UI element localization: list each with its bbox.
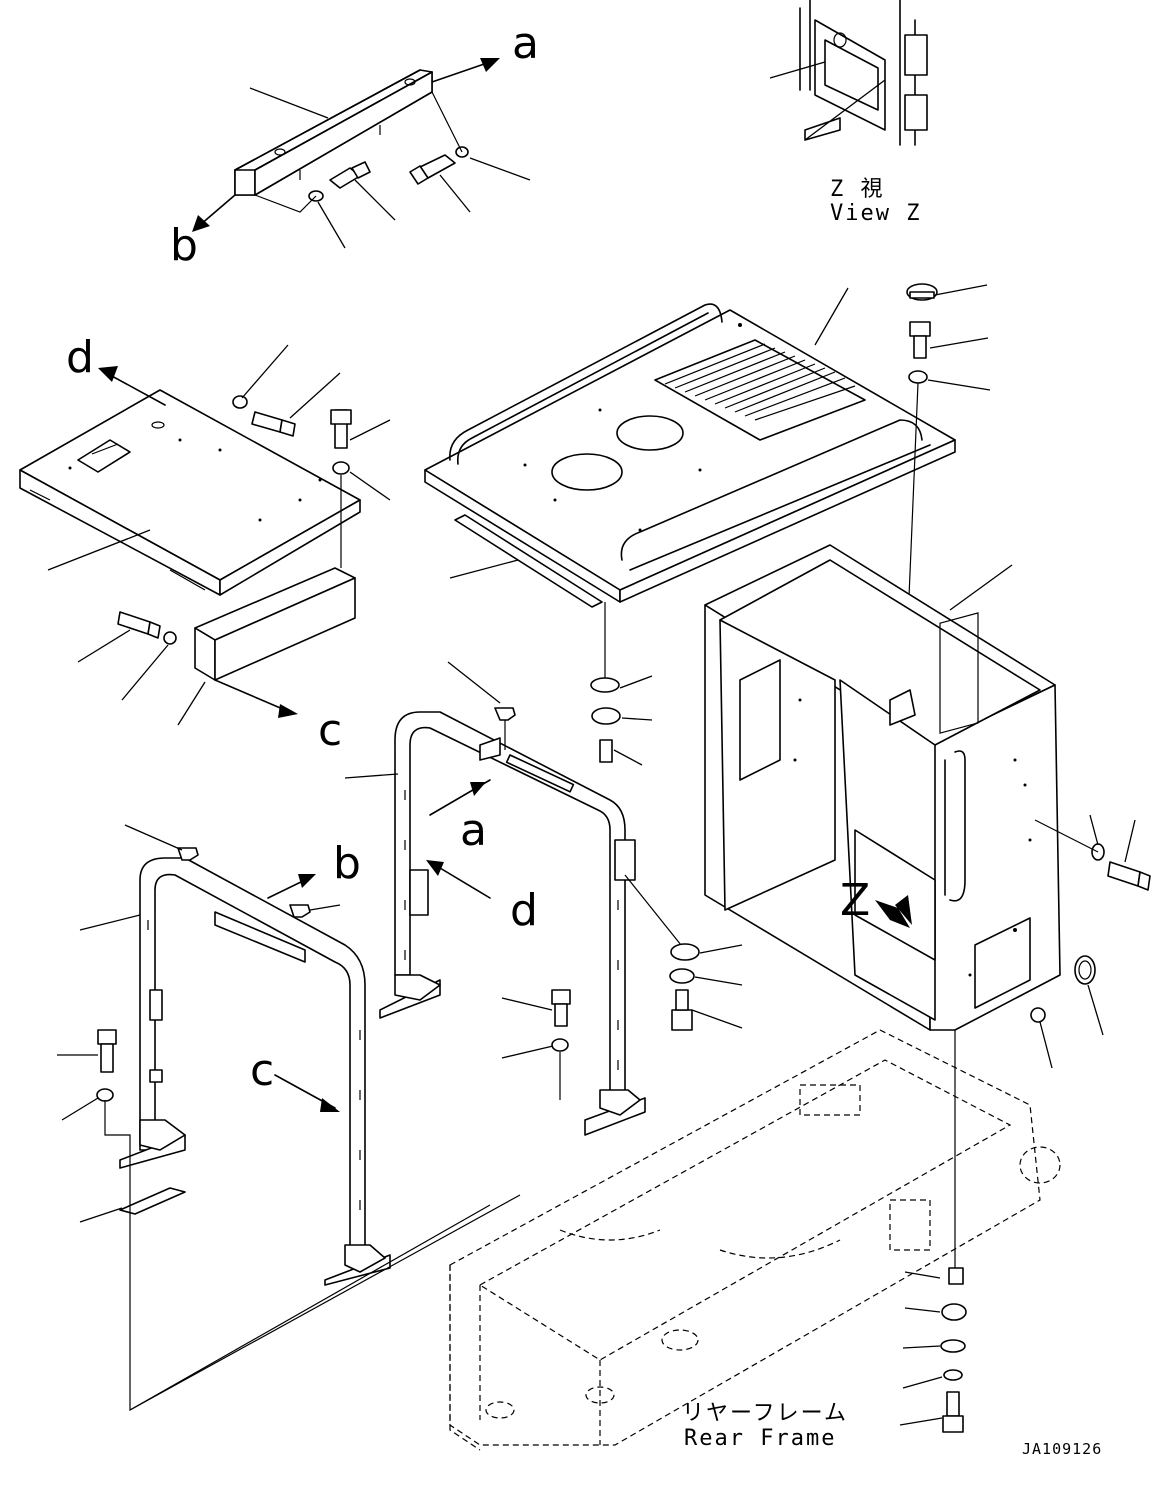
view-z-detail — [769, 0, 928, 146]
bolt-icon — [942, 1391, 964, 1433]
washer-icon — [232, 395, 248, 409]
rubber-mount-icon — [591, 707, 621, 725]
spacer-icon — [948, 1267, 964, 1285]
callout-a-mid: a — [460, 805, 487, 856]
callout-b-left: b — [333, 838, 361, 889]
bolt-icon — [494, 707, 516, 721]
washer-icon — [163, 631, 177, 645]
rear-frame-label-jp: リヤーフレーム — [682, 1401, 848, 1426]
bolt-icon — [909, 321, 931, 359]
bolt-icon — [409, 154, 456, 185]
rear-frame-post — [344, 661, 743, 1136]
washer-icon — [669, 968, 695, 984]
front-frame-post — [57, 824, 521, 1412]
callout-c-mid: c — [318, 705, 342, 756]
bolt-icon — [251, 411, 296, 437]
top-cover — [424, 287, 956, 608]
bolt-icon — [329, 161, 371, 189]
callout-d-mid: d — [510, 885, 538, 936]
bolt-icon — [117, 611, 161, 639]
washer-icon — [943, 1369, 963, 1381]
washer-icon — [332, 461, 350, 475]
callout-d-left: d — [66, 332, 94, 383]
washer-icon — [590, 677, 620, 693]
rear-frame-label-en: Rear Frame — [684, 1426, 836, 1451]
plug-icon — [1030, 1007, 1046, 1023]
washer-icon — [551, 1038, 569, 1052]
washer-icon — [908, 370, 928, 384]
view-z-title-en: View Z — [830, 201, 921, 226]
washer-icon — [96, 1088, 114, 1102]
bottom-mount-stack — [899, 1030, 967, 1433]
grommet-icon — [1074, 955, 1096, 985]
bolt-icon — [671, 989, 693, 1031]
callout-a-top: a — [512, 18, 539, 69]
callout-c-low: c — [250, 1045, 274, 1096]
top-bracket-assembly — [192, 58, 531, 249]
view-z-title-jp: Z 視 — [830, 177, 885, 202]
floor-plate-assembly — [19, 344, 391, 726]
callout-z-view-marker: Z — [840, 875, 870, 926]
cab-cover-box — [704, 544, 1151, 1069]
bolt-icon — [177, 847, 199, 861]
rear-frame — [449, 1029, 1061, 1451]
bolt-icon — [330, 409, 352, 449]
drawing-code: JA109126 — [1022, 1440, 1102, 1458]
bolt-icon — [97, 1029, 117, 1073]
rubber-mount-icon — [670, 943, 700, 961]
bolt-icon — [551, 989, 571, 1027]
bolt-icon — [289, 904, 311, 918]
bolt-icon — [1107, 861, 1151, 891]
spacer-icon — [599, 739, 613, 763]
washer-icon — [940, 1339, 966, 1353]
roof-mount-stack — [590, 602, 653, 766]
nut-icon — [941, 1303, 967, 1321]
callout-b-top: b — [170, 220, 198, 271]
